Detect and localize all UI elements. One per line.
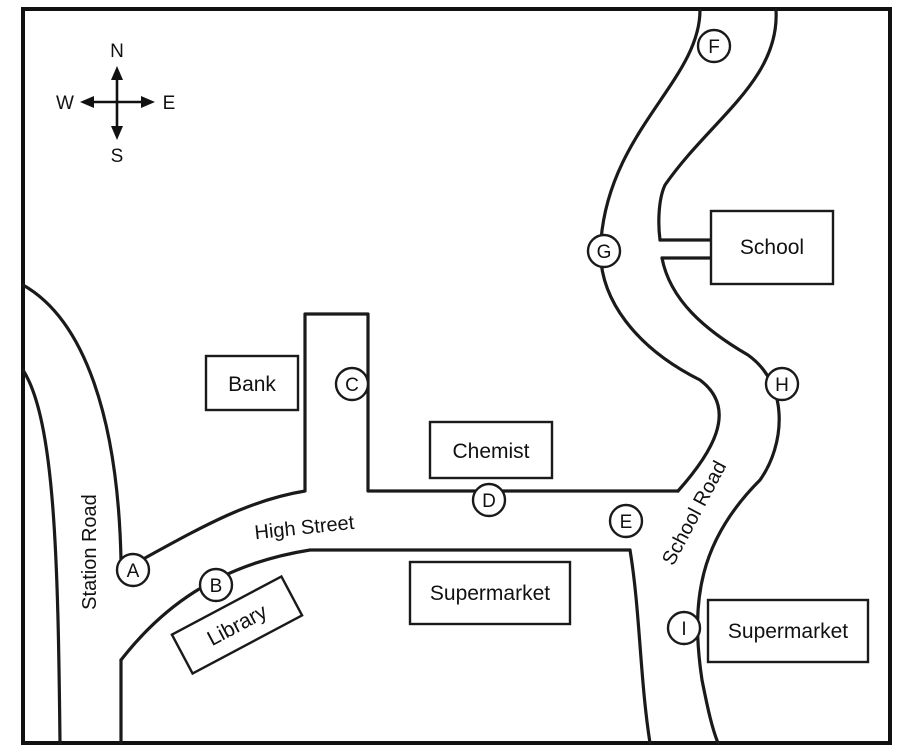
school-road-west-edge-south <box>628 548 652 745</box>
marker-i: I <box>666 610 702 646</box>
compass-south-label: S <box>111 146 124 167</box>
high-street-label: High Street <box>253 512 355 544</box>
school-road-label: School Road <box>658 457 731 568</box>
school-box <box>709 209 835 286</box>
svg-text:H: H <box>775 375 789 396</box>
compass-north-label: N <box>110 41 124 62</box>
supermarket-central-label: Supermarket <box>430 582 550 605</box>
svg-text:A: A <box>127 561 140 582</box>
supermarket-east-box <box>706 598 870 664</box>
marker-c: C <box>334 366 370 402</box>
school-road-east-edge-north <box>657 8 778 242</box>
svg-text:B: B <box>210 576 223 597</box>
school-road-west-edge <box>598 8 721 493</box>
marker-a: A <box>115 552 151 588</box>
svg-text:I: I <box>681 619 686 640</box>
station-road-east-edge <box>21 283 123 562</box>
compass-east-label: E <box>163 93 176 114</box>
supermarket-central-box <box>408 560 572 626</box>
marker-d: D <box>471 482 507 518</box>
svg-text:G: G <box>597 242 612 263</box>
marker-f: F <box>696 28 732 64</box>
station-road-label: Station Road <box>79 494 101 610</box>
chemist-label: Chemist <box>452 440 529 463</box>
marker-h: H <box>764 366 800 402</box>
station-road-west-edge <box>21 368 62 745</box>
svg-text:C: C <box>345 375 359 396</box>
compass-rose: N S W E <box>56 41 175 167</box>
library: Library <box>170 574 304 676</box>
school-label: School <box>740 236 804 259</box>
bank-label: Bank <box>228 373 276 396</box>
marker-g: G <box>586 233 622 269</box>
marker-e: E <box>608 503 644 539</box>
svg-text:E: E <box>620 512 633 533</box>
library-box <box>170 574 304 676</box>
svg-text:D: D <box>482 491 496 512</box>
map-frame <box>21 7 892 745</box>
bank-box <box>204 354 300 412</box>
school-road-east-edge-south <box>660 256 781 745</box>
high-street-north-edge <box>143 312 680 560</box>
svg-text:F: F <box>708 37 720 58</box>
supermarket-east-label: Supermarket <box>728 620 848 643</box>
marker-b: B <box>198 567 234 603</box>
chemist-box <box>428 420 554 480</box>
compass-west-label: W <box>56 93 74 114</box>
